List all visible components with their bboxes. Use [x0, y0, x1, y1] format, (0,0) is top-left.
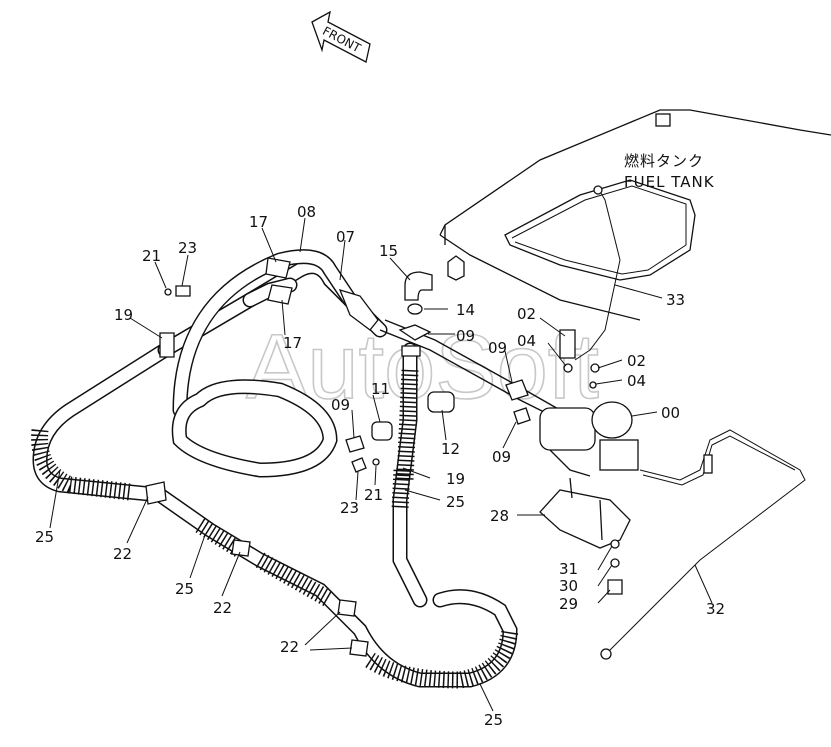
fuel-pump-assembly [539, 329, 639, 477]
tank-cap-icon [655, 113, 671, 127]
callout-08: 08 [297, 203, 316, 221]
callout-23-bottom: 23 [340, 499, 359, 517]
pump-body [539, 407, 596, 451]
bolt-02 [559, 329, 576, 359]
callout-02-right: 02 [627, 352, 646, 370]
clamp-09-lower [513, 407, 531, 425]
callout-31: 31 [559, 560, 578, 578]
washer-21 [372, 458, 380, 466]
callout-19-right: 19 [446, 470, 465, 488]
callout-09-center: 09 [456, 327, 475, 345]
hose-vertical [391, 342, 428, 608]
nut-14 [407, 303, 423, 315]
callout-19-left: 19 [114, 306, 133, 324]
fuel-tank-label-jp: 燃料タンク [624, 152, 704, 170]
joint-11 [371, 421, 393, 441]
wire-32 [609, 429, 806, 651]
front-arrow-label: FRONT [320, 24, 363, 56]
callout-04-right: 04 [627, 372, 646, 390]
wire-connector-32 [703, 454, 713, 474]
callout-32: 32 [706, 600, 725, 618]
connector [401, 345, 421, 357]
clamp-09-left [345, 435, 365, 453]
washer-04-right [589, 381, 597, 389]
clamp-17-lower [267, 284, 293, 305]
elbow-fitting-15 [404, 271, 433, 301]
front-arrow: FRONT [311, 10, 371, 63]
callout-17-top: 17 [249, 213, 268, 231]
callout-07: 07 [336, 228, 355, 246]
terminal-33 [593, 185, 603, 195]
callout-09-right: 09 [488, 339, 507, 357]
pump-cap [591, 401, 633, 439]
clamp-09-right [505, 379, 529, 401]
callout-09-lower: 09 [492, 448, 511, 466]
terminal-32 [600, 648, 612, 660]
callout-21-top: 21 [142, 247, 161, 265]
callout-12: 12 [441, 440, 460, 458]
callout-25-middle: 25 [175, 580, 194, 598]
callout-28: 28 [490, 507, 509, 525]
clamp-22-b [231, 539, 251, 557]
bolt-29 [607, 579, 623, 595]
callout-33: 33 [666, 291, 685, 309]
callout-22-b: 22 [213, 599, 232, 617]
pump-box [599, 439, 639, 471]
callout-30: 30 [559, 577, 578, 595]
callout-22-c: 22 [280, 638, 299, 656]
callout-00: 00 [661, 404, 680, 422]
clamp-09-top [398, 324, 432, 341]
bracket-28 [539, 477, 631, 595]
callout-25-left: 25 [35, 528, 54, 546]
callout-29: 29 [559, 595, 578, 613]
callout-04-left: 04 [517, 332, 536, 350]
clamp-22-d [349, 639, 369, 657]
callout-11: 11 [371, 380, 390, 398]
callout-09-left: 09 [331, 396, 350, 414]
bolt-23 [351, 457, 367, 473]
sleeve-12 [427, 391, 455, 413]
washer-30 [610, 558, 620, 568]
leader-lines [49, 217, 713, 712]
callout-02-left: 02 [517, 305, 536, 323]
washer-21-top [164, 288, 172, 296]
bracket-19 [159, 332, 175, 358]
washer-31 [610, 539, 620, 549]
bolt-23-top [175, 285, 191, 297]
callout-21-bottom: 21 [364, 486, 383, 504]
callout-17-bottom: 17 [283, 334, 302, 352]
bolt-02-right [590, 363, 600, 373]
callout-25-bottom: 25 [484, 711, 503, 729]
fittings [145, 257, 531, 657]
fuel-tank [439, 109, 831, 321]
callout-25-vertical: 25 [446, 493, 465, 511]
tank-outlet-fitting [447, 255, 465, 281]
callout-23-top: 23 [178, 239, 197, 257]
callout-15: 15 [379, 242, 398, 260]
callout-14: 14 [456, 301, 475, 319]
fuel-tank-label-en: FUEL TANK [624, 173, 715, 191]
wire-33 [574, 187, 621, 361]
clamp-22-c [337, 599, 357, 617]
clamp-17-upper [265, 257, 291, 279]
callout-22-a: 22 [113, 545, 132, 563]
hose-end-07 [338, 288, 379, 331]
clamp-22-a [145, 481, 167, 505]
